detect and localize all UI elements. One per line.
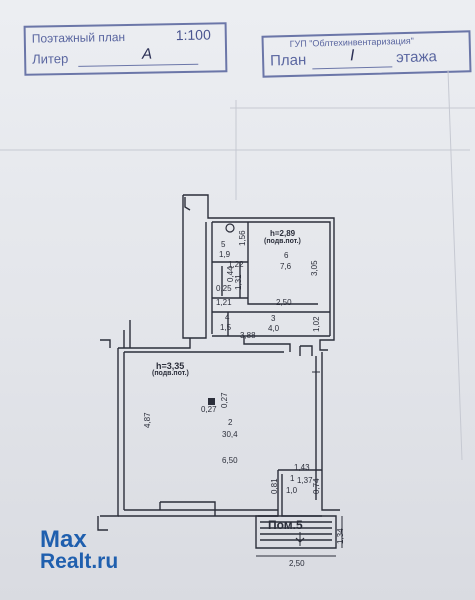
dim-1-22: 1,22	[228, 260, 244, 269]
watermark-line-2: Realt.ru	[40, 550, 119, 573]
dim-1-43: 1,43	[294, 463, 310, 472]
dim-0-25: 0,25	[216, 284, 232, 293]
dim-0-81: 0,81	[270, 478, 279, 494]
dim-1-34: 1,34	[336, 528, 345, 544]
room-1-area: 1,0	[286, 486, 298, 495]
dim-0-27-v: 0,27	[220, 392, 229, 408]
room-3-area: 4,0	[268, 324, 280, 333]
room-4-number: 4	[225, 313, 230, 322]
dim-1-56: 1,56	[238, 230, 247, 246]
main-height-note: (подв.пот.)	[152, 370, 189, 377]
dim-2-50-upper: 2,50	[276, 298, 292, 307]
dim-2-50-porch: 2,50	[289, 559, 305, 568]
dim-0-74: 0,74	[312, 478, 321, 494]
dim-1-31: 1,31	[234, 274, 243, 290]
room-6-number: 6	[284, 251, 289, 260]
room-1-number: 1	[290, 474, 295, 483]
upper-height-note: (подв.пот.)	[264, 238, 301, 245]
room-4-area: 1,5	[220, 323, 232, 332]
dim-4-87: 4,87	[143, 412, 152, 428]
upper-height: h=2,89	[270, 229, 296, 238]
room-3-number: 3	[271, 314, 276, 323]
dim-6-50: 6,50	[222, 456, 238, 465]
room-2-area: 30,4	[222, 430, 238, 439]
room-5-number: 5	[221, 240, 226, 249]
dim-3-05: 3,05	[310, 260, 319, 276]
dim-1-02: 1,02	[312, 316, 321, 332]
dim-1-37: 1,37	[297, 476, 313, 485]
dim-3-88: 3,88	[240, 331, 256, 340]
dim-0-27-h: 0,27	[201, 405, 217, 414]
room-2-number: 2	[228, 418, 233, 427]
main-height: h=3,35	[156, 361, 185, 371]
premise-label: Пом.5	[268, 518, 303, 532]
room-6-area: 7,6	[280, 262, 292, 271]
dim-1-21: 1,21	[216, 298, 232, 307]
watermark-line-1: Max	[40, 526, 87, 553]
room-5-area: 1,9	[219, 250, 231, 259]
